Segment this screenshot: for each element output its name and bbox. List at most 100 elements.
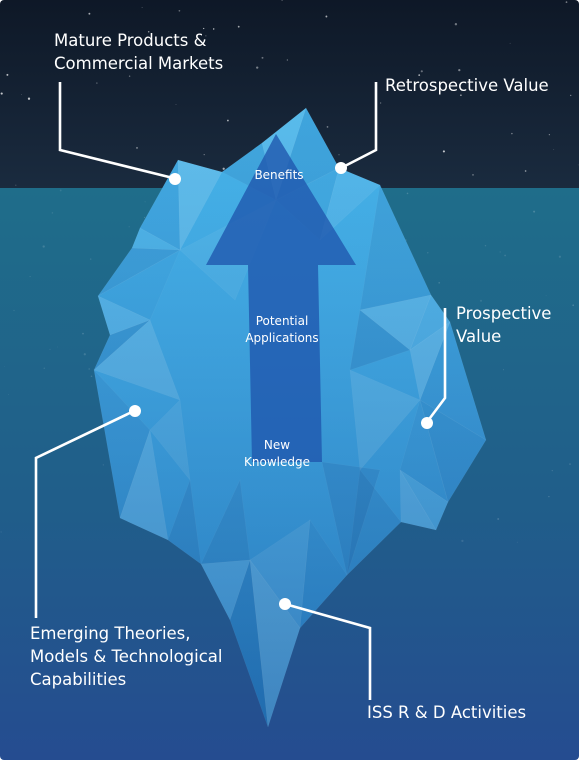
star-icon [4,366,5,367]
star-icon [460,94,462,97]
star-icon [427,252,429,254]
potential-applications-label: Potential Applications [245,313,318,347]
benefits-text: Benefits [254,168,304,182]
star-icon [222,167,225,170]
retrospective-connector-line [340,82,378,170]
star-icon [212,28,215,30]
star-icon [102,464,104,466]
growth-arrow-icon [206,134,356,462]
emerging-theories-line-3: Capabilities [30,670,127,689]
star-icon [178,9,181,12]
star-icon [89,258,92,260]
star-icon [88,12,91,15]
star-icon [548,134,550,136]
star-icon [326,126,329,128]
star-icon [511,132,513,135]
star-icon [6,73,9,76]
retrospective-value-text: Retrospective Value [385,76,549,95]
star-icon [438,281,441,284]
star-icon [203,154,205,156]
star-icon [203,27,205,30]
callout-dot-icon [421,417,433,429]
prospective-value-label: Prospective Value [456,302,551,348]
star-icon [551,469,553,472]
star-icon [533,210,536,213]
star-icon [524,170,527,172]
mature-connector-line [58,82,174,180]
star-icon [27,97,31,100]
star-icon [442,150,445,153]
star-icon [553,149,555,150]
star-icon [516,541,518,543]
star-icon [82,45,84,47]
star-icon [136,146,138,149]
star-icon [502,369,505,371]
star-icon [51,212,54,214]
star-icon [504,254,506,257]
star-icon [545,295,547,297]
star-icon [78,442,80,444]
prospective-connector-line [425,308,447,423]
star-icon [577,164,579,166]
star-icon [29,276,31,278]
star-icon [141,7,143,8]
star-icon [454,23,458,26]
star-icon [406,192,409,195]
star-icon [96,82,98,84]
emerging-theories-line-1: Emerging Theories, [30,624,191,643]
prospective-value-line-2: Value [456,327,502,346]
new-knowledge-line-2: Knowledge [244,455,310,469]
iss-rnd-activities-label: ISS R & D Activities [367,701,526,724]
iss-rnd-activities-text: ISS R & D Activities [367,703,527,722]
star-icon [420,70,423,73]
mature-products-line-2: Commercial Markets [54,54,224,73]
star-icon [461,539,464,543]
star-icon [570,94,572,97]
star-icon [144,201,146,203]
star-icon [558,255,562,258]
star-icon [8,394,9,395]
star-icon [128,75,131,77]
mature-products-label: Mature Products & Commercial Markets [54,29,223,75]
star-icon [569,463,571,466]
potential-applications-line-2: Applications [245,331,319,345]
star-icon [226,119,229,122]
rnd-connector-line [284,602,372,700]
benefits-label: Benefits [254,167,303,184]
star-icon [82,332,84,335]
star-icon [83,353,86,356]
star-icon [147,31,150,33]
star-icon [128,226,130,228]
star-icon [325,15,328,18]
star-icon [144,216,146,218]
star-icon [15,184,17,186]
star-icon [21,94,23,95]
emerging-theories-line-2: Models & Technological [30,647,223,666]
star-icon [49,348,51,351]
star-icon [88,368,91,370]
star-icon [418,74,421,76]
star-icon [13,309,15,312]
star-icon [237,25,240,28]
callout-dot-icon [169,173,181,185]
star-icon [472,174,474,176]
star-icon [0,92,3,95]
star-icon [205,35,207,37]
emerging-connector-line [34,409,135,618]
star-icon [380,102,382,104]
new-knowledge-line-1: New [263,438,291,452]
star-icon [479,299,483,302]
star-icon [59,189,62,192]
star-icon [565,1,568,3]
star-icon [497,518,500,520]
star-icon [458,68,461,72]
star-icon [93,39,94,40]
star-icon [42,245,45,248]
callout-dot-icon [279,598,291,610]
mature-products-line-1: Mature Products & [54,31,207,50]
potential-applications-line-1: Potential [255,314,309,328]
star-icon [43,367,46,369]
star-icon [261,56,264,59]
